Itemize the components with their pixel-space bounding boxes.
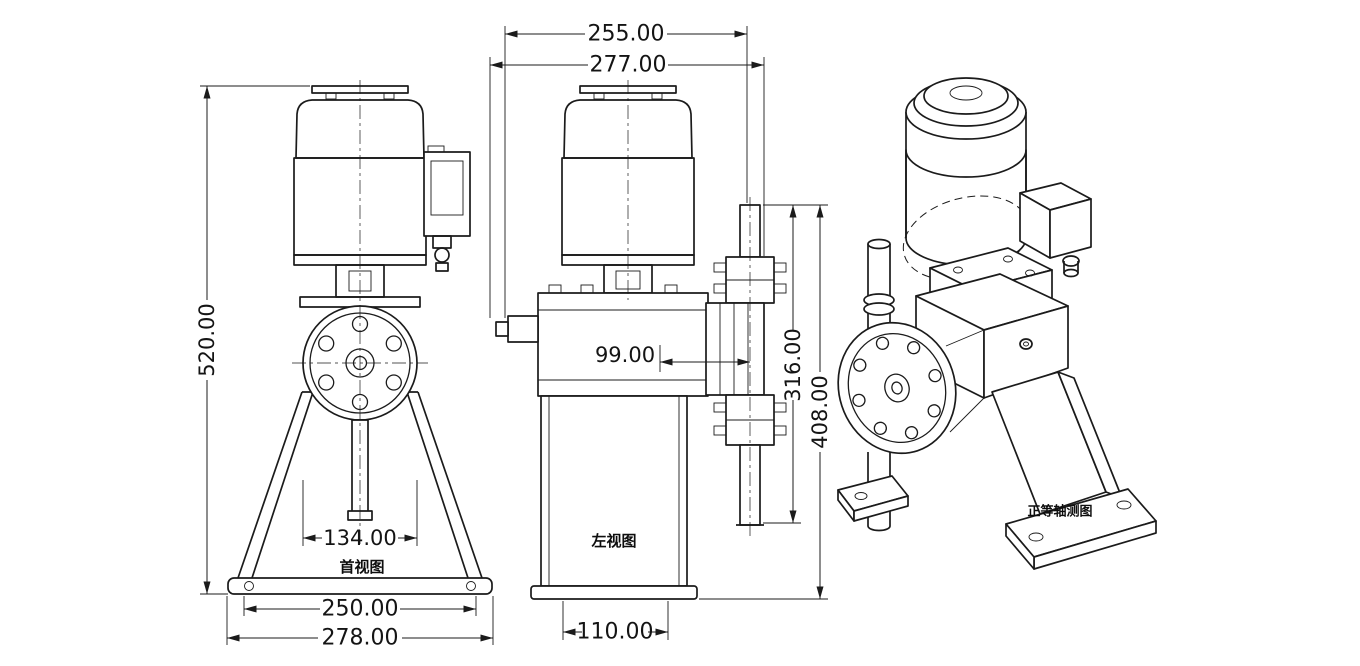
dim-overall-height: 520.00 (195, 85, 310, 595)
anchor-hole-iso (1116, 500, 1132, 510)
flange-bolts (318, 315, 402, 411)
relief-valve (495, 315, 539, 343)
anchor-hole (244, 581, 254, 591)
motor-iso (902, 77, 1030, 281)
pump-housing (495, 284, 709, 397)
dim-text-head-offset: 99.00 (595, 343, 655, 367)
left-view: 255.00 277.00 99.00 316.00 (489, 22, 832, 645)
base-plate-left (530, 585, 698, 600)
dim-head-offset: 99.00 (595, 343, 750, 372)
isometric-view-label: 正等轴测图 (1027, 504, 1092, 520)
dim-valve-total-span: 408.00 (699, 205, 832, 600)
dim-text-top-inner: 255.00 (588, 22, 665, 47)
dim-text-valve-span: 316.00 (781, 328, 805, 401)
valve-column (705, 197, 787, 537)
cable-gland (432, 235, 452, 249)
left-view-label: 左视图 (590, 532, 636, 550)
cable-gland-iso (1062, 255, 1080, 267)
dim-text-base-outer: 278.00 (322, 626, 399, 651)
terminal-box (423, 145, 471, 272)
stand-iso (991, 371, 1157, 570)
base-plate-front (227, 577, 493, 595)
dim-base-inner: 250.00 (243, 596, 477, 622)
dim-top-outer: 277.00 (489, 53, 765, 318)
anchor-hole (466, 581, 476, 591)
anchor-hole-iso (1028, 532, 1044, 542)
centerlines-front (292, 80, 428, 545)
dim-base-outer: 278.00 (226, 596, 494, 651)
front-view-label: 首视图 (339, 558, 384, 576)
isometric-view: 正等轴测图 (837, 77, 1157, 570)
dim-text-top-outer: 277.00 (590, 53, 667, 78)
dim-flange-width: 134.00 (302, 480, 418, 550)
dim-text-base-inner: 250.00 (322, 597, 399, 622)
stand-legs (237, 391, 483, 579)
dim-valve-span: 316.00 (763, 204, 828, 524)
dim-text-overall-height: 520.00 (195, 303, 219, 376)
pump-head-iso (837, 321, 957, 455)
front-foot-iso (837, 475, 909, 522)
dim-text-flange-width: 134.00 (323, 526, 396, 550)
oil-port (1019, 338, 1033, 350)
dim-base-side: 110.00 (562, 601, 669, 645)
dim-top-inner: 255.00 (504, 22, 748, 318)
dim-text-valve-total-span: 408.00 (808, 375, 832, 448)
dim-text-base-side: 110.00 (577, 620, 654, 645)
stand-left (530, 395, 698, 600)
front-view: 520.00 134.00 250.00 278.00 首视图 (195, 80, 494, 651)
terminal-box-iso (1019, 182, 1092, 278)
anchor-hole-iso (854, 492, 868, 500)
head-block (705, 302, 765, 396)
head-bolts-iso (852, 336, 942, 440)
